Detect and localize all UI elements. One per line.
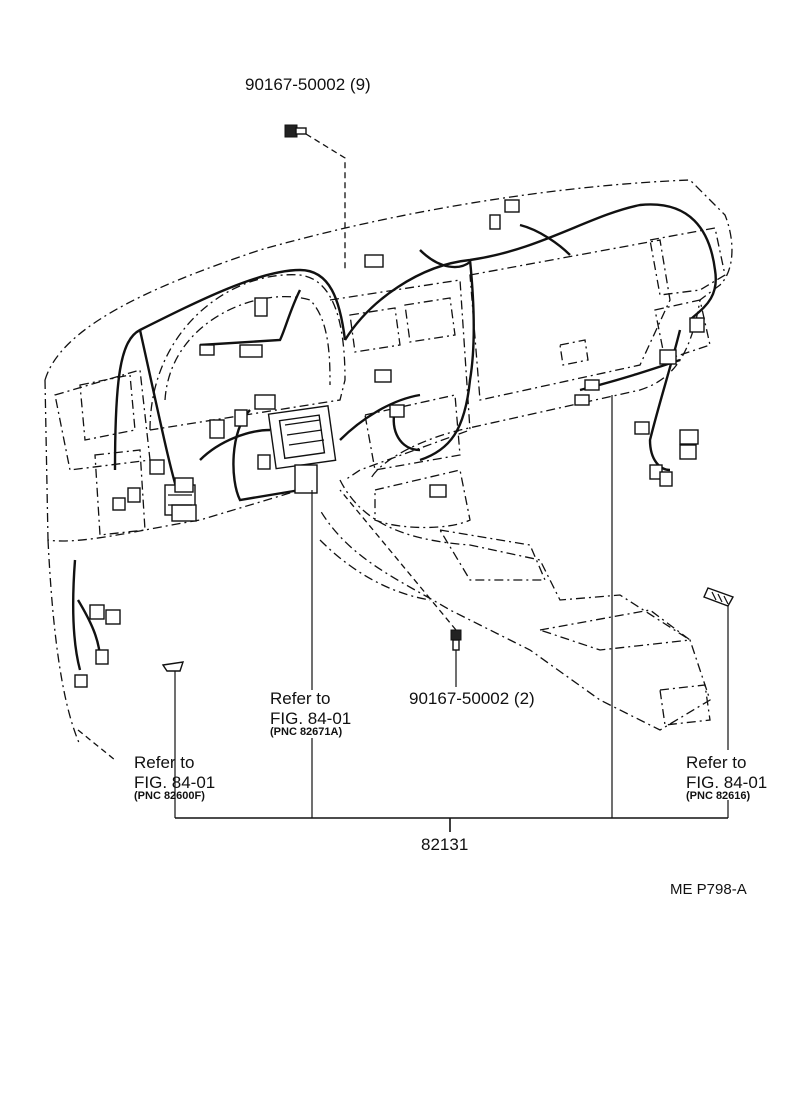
ref-right-line3: (PNC 82616) [686, 790, 751, 802]
ref-right-line2: FIG. 84-01 [686, 773, 768, 792]
leader-bolt-top [305, 133, 346, 270]
floor-console [319, 479, 711, 731]
connector [239, 344, 263, 358]
bolt-mid-label: 90167-50002 (2) [409, 689, 535, 708]
dashboard-lower-outline [44, 379, 301, 542]
glovebox [469, 239, 671, 401]
ref-center-line2: FIG. 84-01 [270, 709, 352, 728]
ref-center-line3: (PNC 82671A) [270, 726, 343, 738]
ref-left-line1: Refer to [134, 753, 195, 772]
leader-ref-left [77, 729, 116, 761]
dashboard-outline [44, 179, 733, 481]
bolt-top-label: 90167-50002 (9) [245, 75, 371, 94]
ref-right-line1: Refer to [686, 753, 747, 772]
clip-right-icon [703, 587, 735, 607]
ref-left-line2: FIG. 84-01 [134, 773, 216, 792]
dashboard-left-edge [47, 539, 81, 746]
part-number: 82131 [421, 835, 469, 854]
diagram-code: ME P798-A [670, 881, 747, 898]
leader-bolt-mid [339, 489, 457, 631]
ref-left-line3: (PNC 82600F) [134, 790, 205, 802]
bolt-mid-icon [450, 629, 462, 651]
cluster-hood [149, 274, 346, 431]
clip-left-icon [161, 661, 185, 672]
center-panel [329, 279, 471, 481]
bolt-top-icon [284, 124, 307, 138]
junction-block [267, 405, 337, 494]
ref-center-line1: Refer to [270, 689, 331, 708]
main-harness [113, 268, 347, 471]
relay-cluster [164, 477, 197, 522]
